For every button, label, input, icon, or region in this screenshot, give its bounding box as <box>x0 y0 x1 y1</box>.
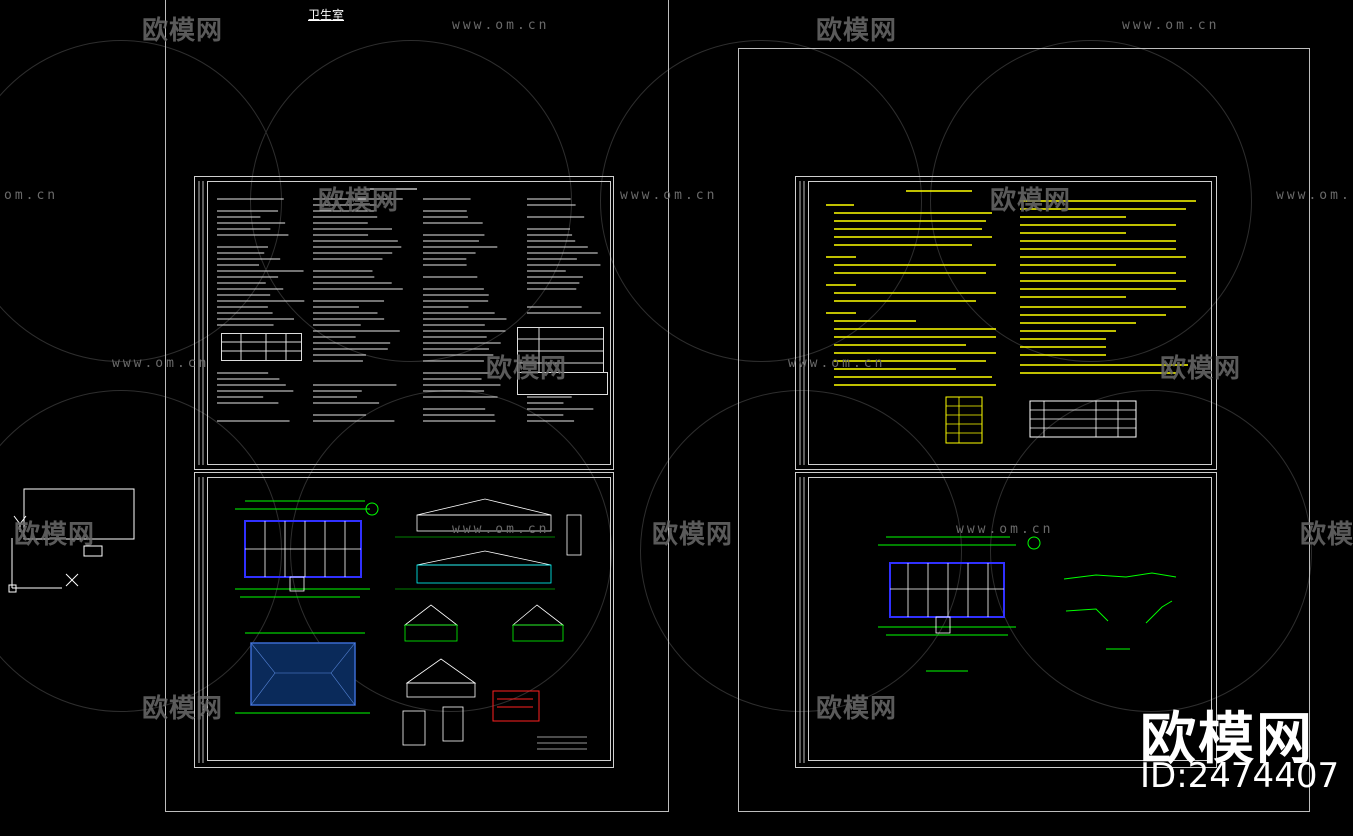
drawing-frame-left <box>165 0 669 812</box>
watermark-arc <box>930 40 1252 362</box>
sheet-plumbing-notes <box>795 176 1217 470</box>
watermark-url: www.om.cn <box>1276 188 1353 203</box>
watermark-url: www.om.cn <box>452 522 550 537</box>
sheet-plumbing-plan <box>795 472 1217 768</box>
cad-misc-geometry <box>8 488 135 593</box>
watermark-arc <box>600 40 922 362</box>
sheet-architecture-plans <box>194 472 614 768</box>
watermark-url: www.om.cn <box>788 356 886 371</box>
watermark-brand: 欧模网 <box>1160 354 1242 384</box>
sheet-design-notes <box>194 176 614 470</box>
sheet-border <box>808 477 1212 761</box>
watermark-brand: 欧模网 <box>142 694 224 724</box>
notes-table <box>221 333 302 361</box>
watermark-brand: 欧模网 <box>816 694 898 724</box>
watermark-brand: 欧模网 <box>1300 520 1353 550</box>
watermark-url: www.om.cn <box>112 356 210 371</box>
notes-table-2 <box>517 327 608 395</box>
watermark-url: www.om.cn <box>620 188 718 203</box>
watermark-arc <box>640 390 962 712</box>
notes-text-block <box>217 188 601 422</box>
watermark-brand: 欧模网 <box>318 186 400 216</box>
asset-id-label: ID:2474407 <box>1140 756 1340 796</box>
watermark-arc <box>990 390 1312 712</box>
watermark-url: www.om.cn <box>452 18 550 33</box>
watermark-arc <box>250 40 572 362</box>
notes-title-strip <box>198 181 204 465</box>
watermark-url: www.om.cn <box>956 522 1054 537</box>
crosshair-x-icon <box>65 573 79 587</box>
watermark-brand: 欧模网 <box>816 16 898 46</box>
watermark-url: www.om.cn <box>1122 18 1220 33</box>
ucs-icon <box>13 515 27 532</box>
sheet-border <box>808 181 1212 465</box>
drawing-frame-right <box>738 48 1310 812</box>
watermark-brand: 欧模网 <box>486 354 568 384</box>
watermark-brand: 欧模网 <box>14 520 96 550</box>
floor-plan-drawing <box>198 477 587 763</box>
plumbing-notes-text <box>799 181 1196 465</box>
watermark-brand: 欧模网 <box>652 520 734 550</box>
watermark-url: om.cn <box>4 188 59 203</box>
plumbing-plan-drawing <box>799 477 1177 763</box>
sheet-border <box>207 181 611 465</box>
watermark-brand: 欧模网 <box>990 186 1072 216</box>
sheet-border <box>207 477 611 761</box>
sheet-title: 卫生室 <box>308 8 345 22</box>
watermark-brand: 欧模网 <box>142 16 224 46</box>
brand-logo-text: 欧模网 <box>1140 707 1314 772</box>
